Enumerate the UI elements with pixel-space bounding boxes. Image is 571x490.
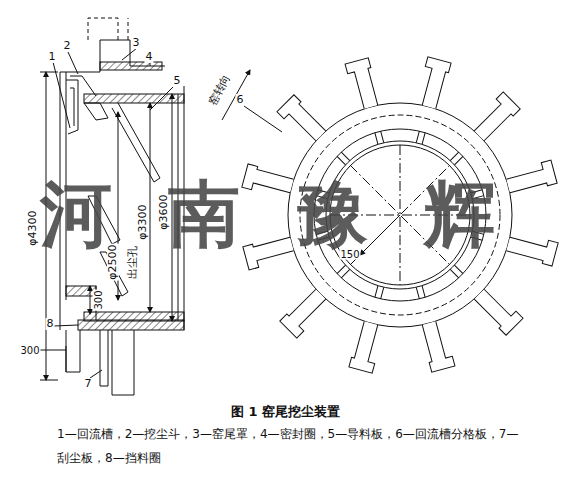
callout-label: 1 <box>48 51 57 63</box>
callout-label: 5 <box>173 75 182 87</box>
callout-label: 2 <box>63 40 72 52</box>
callout-label: φ4300 <box>27 209 39 246</box>
callout-label: 8 <box>46 318 55 330</box>
callout-label: 3 <box>132 37 141 49</box>
watermark: 河南豫辉 <box>39 175 553 254</box>
callout-label: 窑转向 <box>206 72 233 109</box>
callout-label: 300 <box>19 345 40 356</box>
figure-caption: 图 1 窑尾挖尘装置 <box>0 403 571 421</box>
parts-key: 1—回流槽，2—挖尘斗，3—窑尾罩，4—密封圈，5—导料板，6—回流槽分格板，7… <box>57 422 527 470</box>
callout-label: 7 <box>84 378 93 390</box>
callout-label: 4 <box>145 51 154 63</box>
callout-label: 6 <box>236 94 245 106</box>
callout-label: 300 <box>93 289 104 310</box>
